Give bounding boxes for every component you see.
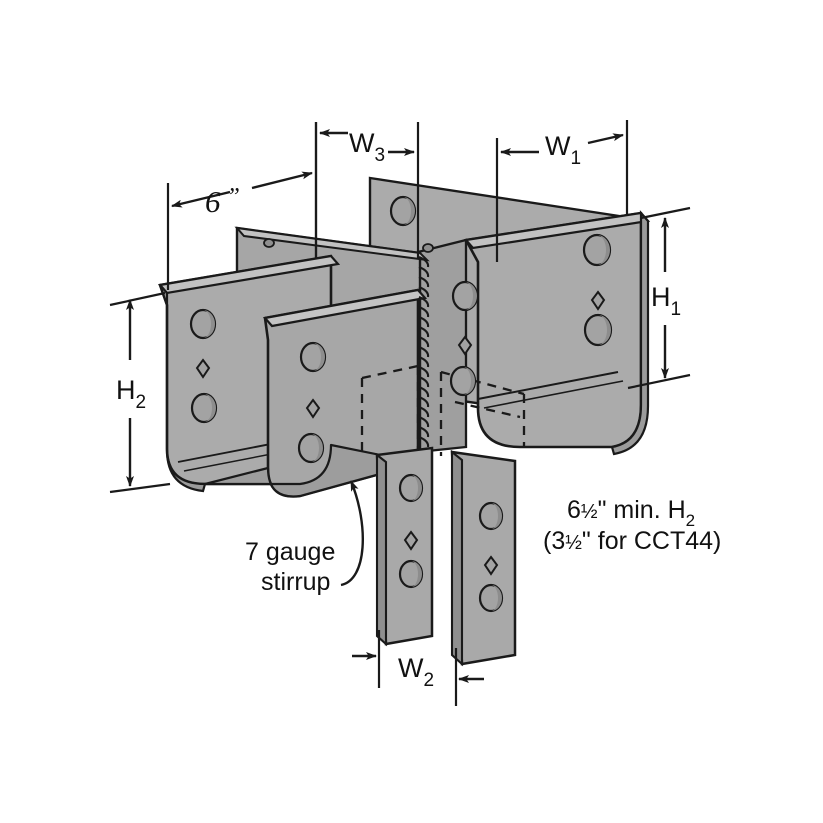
note-line-1: 6½" min. H2 [567, 496, 695, 530]
diamond-holes [195, 290, 606, 576]
callout-line-2: stirrup [261, 568, 330, 596]
dimension-label-w3: W3 [349, 128, 385, 166]
weld-seam [418, 256, 430, 448]
connector-body [157, 176, 651, 667]
strap-right [450, 449, 517, 667]
callout-line-1: 7 gauge [245, 538, 335, 566]
dimension-label-w2: W2 [398, 653, 434, 691]
hidden-post-lines [360, 364, 526, 456]
note-line-2: (3½" for CCT44) [543, 527, 721, 555]
dimension-w1: W1 [495, 120, 629, 262]
callout-7-gauge-stirrup: 7 gauge stirrup [245, 480, 364, 596]
dimension-h2: H2 [109, 291, 171, 494]
dimension-h1: H1 [627, 206, 691, 390]
dimension-w3: W3 [314, 122, 420, 258]
dimension-label-w1: W1 [545, 131, 581, 169]
dimension-label-h2: H2 [116, 375, 146, 413]
right-saddle-outer-face [463, 210, 651, 456]
note-h2-minimum: 6½" min. H2 (3½" for CCT44) [543, 496, 721, 555]
bolt-holes [189, 195, 613, 613]
dimension-label-6in: 6” [205, 184, 240, 219]
top-edge-detail [263, 238, 434, 253]
dimension-label-h1: H1 [651, 282, 681, 320]
dimension-w2: W2 [352, 630, 484, 706]
right-saddle-inner-floor [477, 371, 624, 409]
